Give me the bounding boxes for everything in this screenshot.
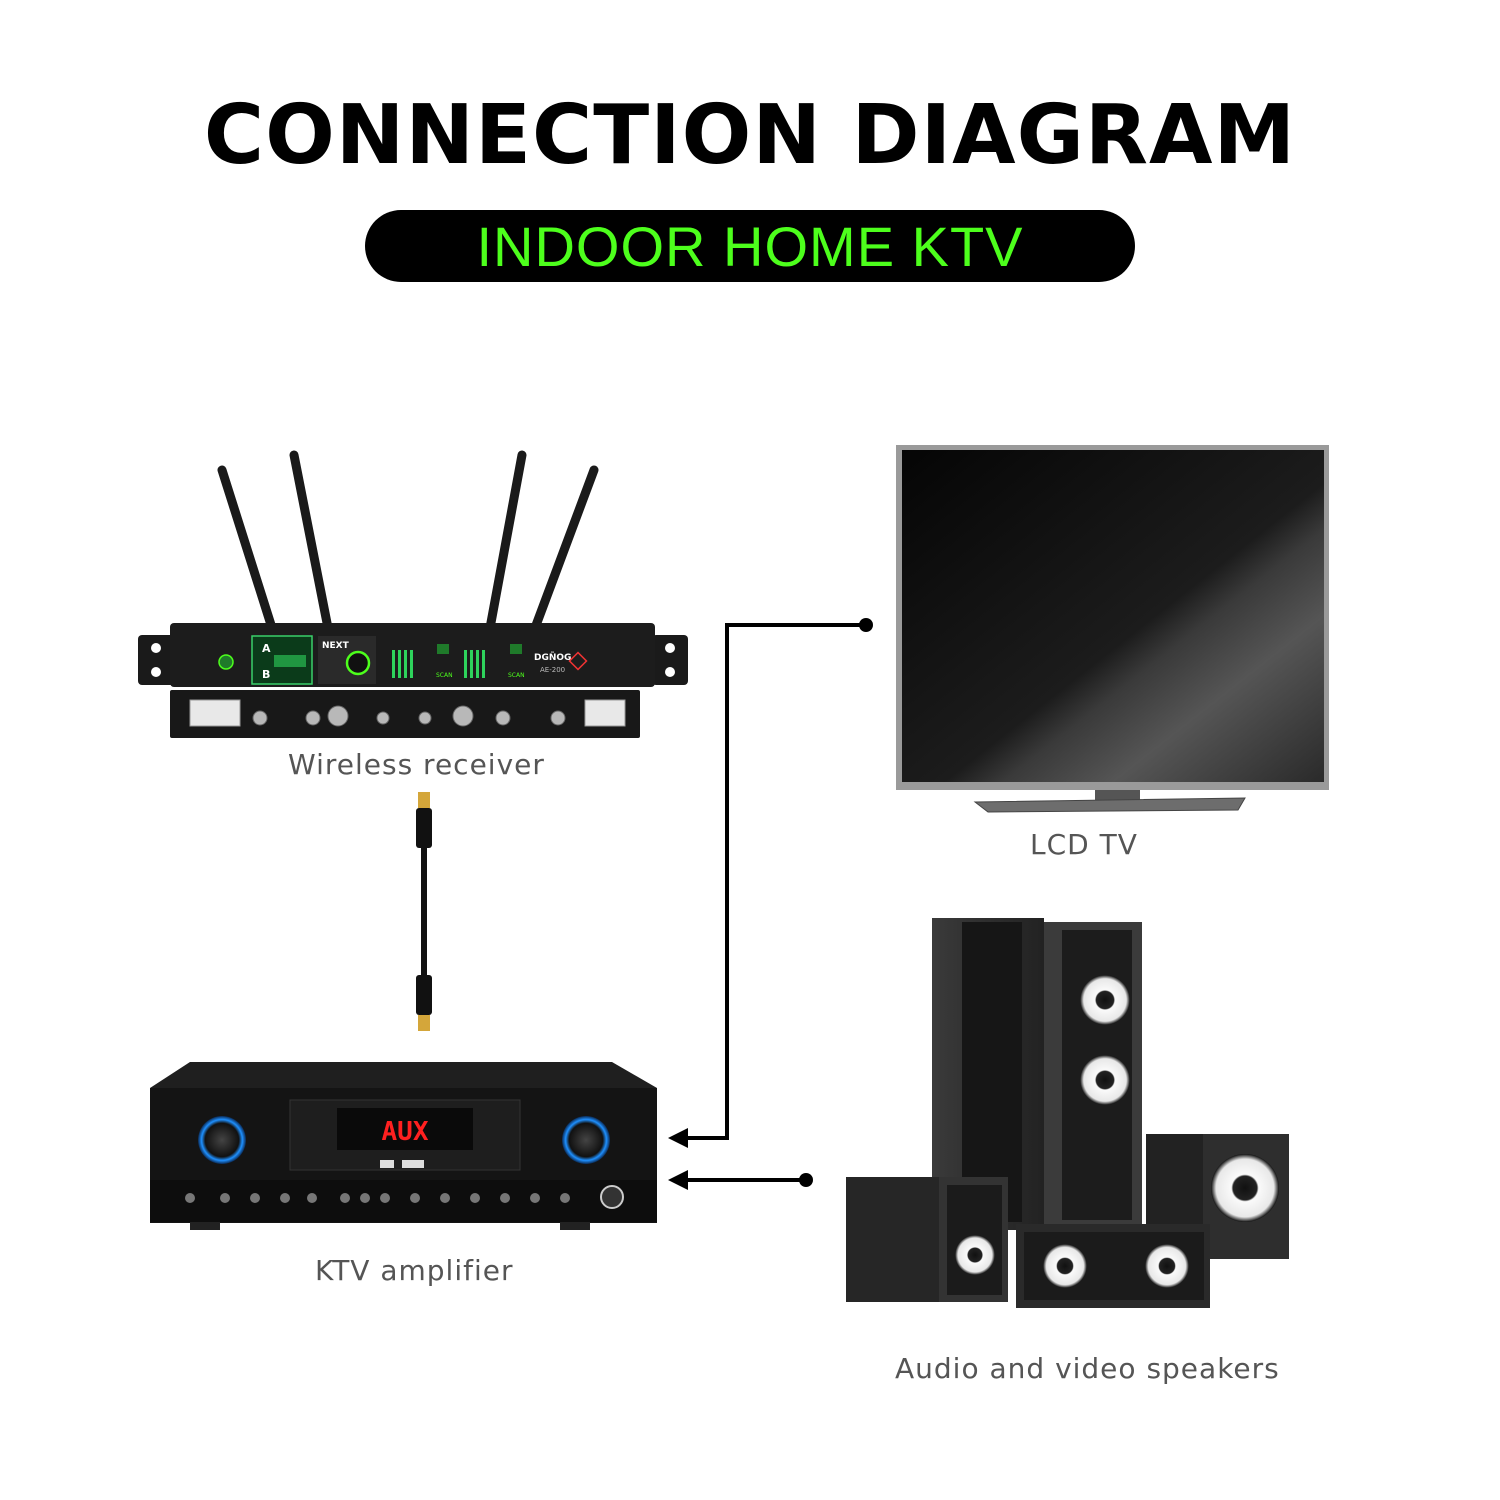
amplifier-caption: KTV amplifier	[315, 1254, 514, 1287]
lcd-tv	[896, 445, 1329, 813]
speaker-system	[846, 918, 1289, 1308]
tv-caption: LCD TV	[1030, 828, 1138, 861]
wireless-receiver: A B NEXT SCAN SCAN DGÑOG AE-200	[138, 450, 688, 738]
amp-power-button	[600, 1185, 624, 1209]
master-volume-knob	[562, 1116, 610, 1164]
scan-label-2: SCAN	[508, 672, 525, 679]
tv-connection-dot	[859, 618, 873, 632]
audio-cable	[416, 792, 432, 1031]
mic-volume-knob	[198, 1116, 246, 1164]
receiver-caption: Wireless receiver	[288, 748, 545, 781]
speakers-arrowhead	[668, 1170, 688, 1190]
channel-b-label: B	[262, 668, 270, 681]
brand-label: DGÑOG	[534, 652, 571, 663]
subtitle-badge: INDOOR HOME KTV	[365, 210, 1135, 282]
tv-to-amp-line	[684, 623, 866, 1140]
receiver-volume-knob	[345, 650, 371, 676]
amp-display: AUX	[382, 1117, 429, 1147]
channel-a-label: A	[262, 642, 271, 655]
subtitle-text: INDOOR HOME KTV	[476, 214, 1024, 278]
power-button	[568, 651, 588, 671]
amp-front-controls	[185, 1193, 570, 1203]
diagram-title: CONNECTION DIAGRAM	[203, 88, 1297, 183]
connection-endpoints	[668, 618, 873, 1190]
model-label: AE-200	[540, 666, 565, 674]
ktv-amplifier: AUX	[150, 1062, 657, 1230]
speakers-caption: Audio and video speakers	[895, 1352, 1280, 1385]
next-badge: NEXT	[322, 641, 350, 651]
speakers-connection-dot	[799, 1173, 813, 1187]
scan-label-1: SCAN	[436, 672, 453, 679]
receiver-level-meters	[392, 650, 485, 678]
receiver-antennas	[217, 450, 599, 633]
receiver-rear-ports	[252, 705, 566, 727]
connection-lines	[684, 623, 866, 1182]
tv-arrowhead	[668, 1128, 688, 1148]
